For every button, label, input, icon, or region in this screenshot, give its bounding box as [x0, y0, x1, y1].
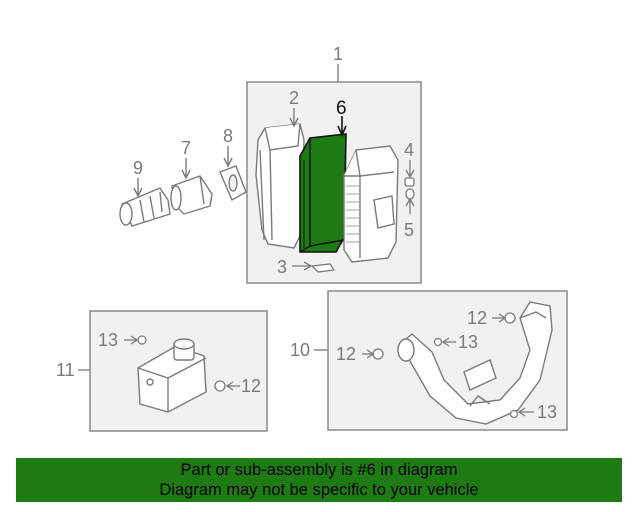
callout-13-duct-mid: 13	[458, 332, 478, 352]
callout-13-left: 13	[98, 330, 118, 350]
bolt-13-left	[124, 335, 147, 345]
housing-ribs	[346, 185, 360, 243]
bolt-13-duct-bottom	[509, 407, 534, 419]
banner-line-2: Diagram may not be specific to your vehi…	[159, 481, 479, 499]
callout-12-duct-left: 12	[336, 344, 356, 364]
clamp-part-3	[292, 261, 336, 273]
air-cleaner-cover	[255, 123, 305, 249]
grommet-part-4	[404, 160, 415, 187]
callout-11: 11	[56, 360, 75, 380]
gasket-part-8	[219, 146, 247, 201]
callout-2: 2	[289, 88, 299, 108]
nut-12-left	[214, 380, 240, 392]
clip-part-5	[405, 188, 415, 214]
air-flow-adapter-part-7	[170, 158, 213, 215]
nut-12-duct-top	[492, 312, 516, 324]
air-filter-element	[299, 133, 347, 253]
intake-boot-part-9	[119, 178, 171, 227]
callout-5: 5	[404, 220, 414, 240]
bolt-13-duct-mid	[433, 337, 456, 347]
air-cleaner-housing	[343, 145, 399, 263]
callout-8: 8	[223, 126, 233, 146]
intake-duct-part-10	[397, 301, 553, 425]
callout-12-duct-top: 12	[467, 308, 487, 328]
resonator-part-11	[137, 338, 207, 413]
callout-10: 10	[290, 340, 310, 360]
callout-3: 3	[277, 257, 287, 277]
callout-7: 7	[181, 138, 191, 158]
nut-12-duct-left	[362, 348, 384, 360]
banner-line-1: Part or sub-assembly is #6 in diagram	[180, 461, 458, 479]
callout-12-left: 12	[241, 376, 261, 396]
callout-6: 6	[336, 98, 347, 119]
callout-1: 1	[333, 44, 343, 64]
callout-9: 9	[133, 158, 143, 178]
info-banner: Part or sub-assembly is #6 in diagram Di…	[16, 458, 622, 502]
callout-13-duct-bottom: 13	[537, 402, 557, 422]
callout-4: 4	[404, 140, 414, 160]
